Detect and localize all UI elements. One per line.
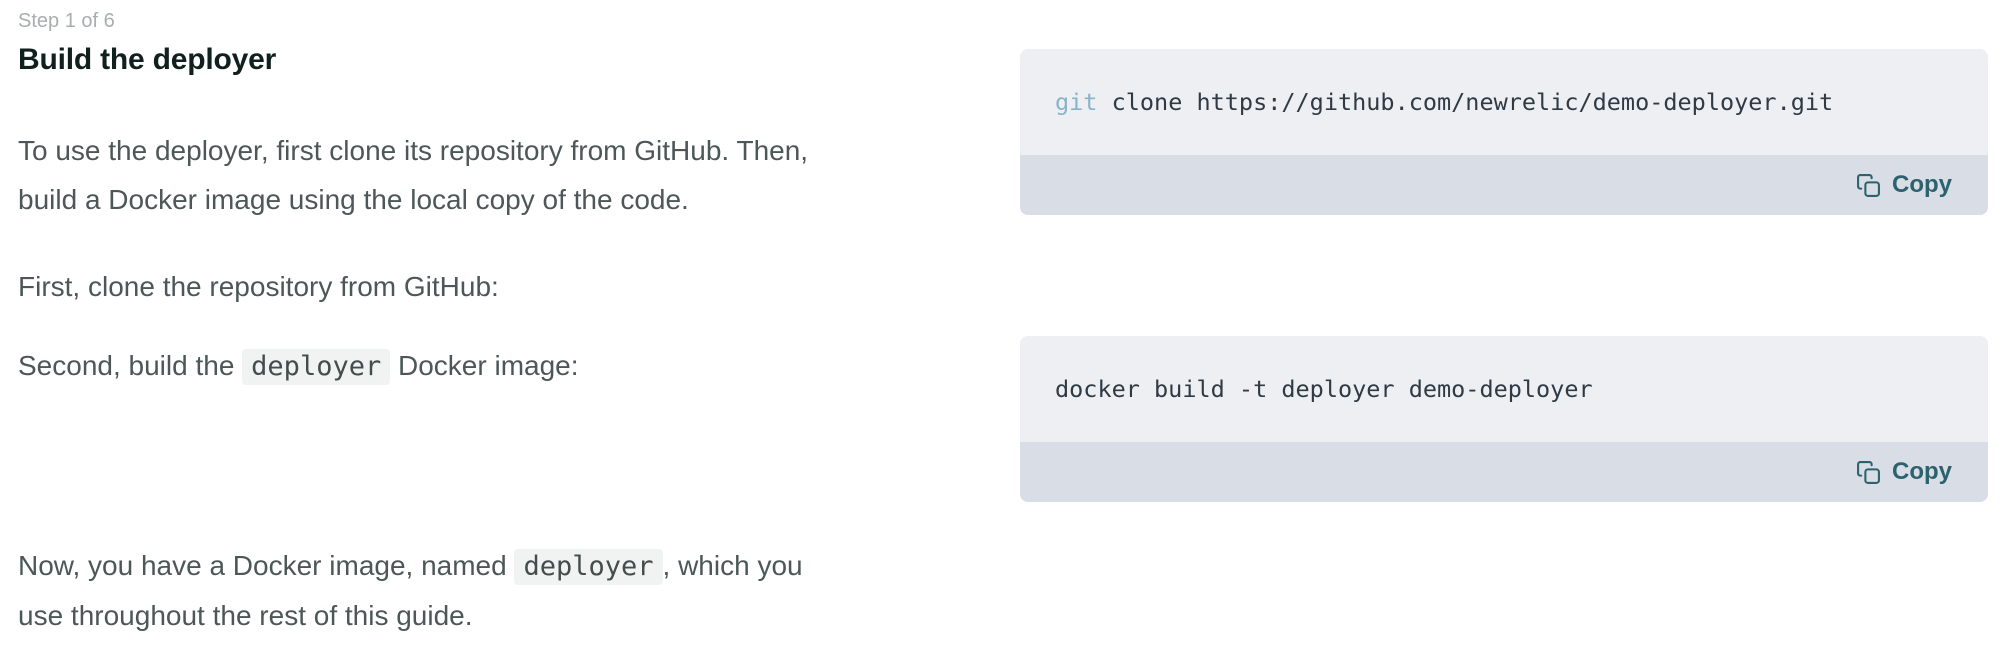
code-area: git clone https://github.com/newrelic/de…	[1020, 49, 1988, 155]
copy-button[interactable]: Copy	[1856, 171, 1952, 199]
copy-bar: Copy	[1020, 442, 1988, 502]
code-snippets-column: git clone https://github.com/newrelic/de…	[1020, 0, 1988, 640]
copy-icon	[1856, 173, 1881, 198]
conclusion-line-1: Now, you have a Docker image, named depl…	[18, 541, 1002, 591]
copy-icon	[1856, 460, 1881, 485]
code-line: git clone https://github.com/newrelic/de…	[1055, 88, 1833, 116]
intro-line-1: To use the deployer, first clone its rep…	[18, 135, 809, 166]
inline-code-deployer: deployer	[242, 349, 391, 385]
copy-button[interactable]: Copy	[1856, 458, 1952, 486]
copy-button-label: Copy	[1892, 458, 1952, 485]
code-line: docker build -t deployer demo-deployer	[1055, 375, 1593, 403]
second-instruction-paragraph: Second, build the deployer Docker image:	[18, 341, 1002, 391]
code-block-git-clone: git clone https://github.com/newrelic/de…	[1020, 49, 1988, 215]
step-title: Build the deployer	[18, 43, 277, 76]
code-text: docker build -t deployer demo-deployer	[1055, 375, 1593, 403]
copy-bar: Copy	[1020, 155, 1988, 215]
intro-paragraph: To use the deployer, first clone its rep…	[18, 126, 1002, 224]
step-progress-label: Step 1 of 6	[18, 10, 115, 32]
copy-button-label: Copy	[1892, 171, 1952, 198]
inline-code-deployer-2: deployer	[514, 549, 663, 585]
step-text-column: Step 1 of 6 Build the deployer To use th…	[0, 0, 1002, 640]
conclusion-line-2: use throughout the rest of this guide.	[18, 600, 473, 631]
second-instruction-pre: Second, build the	[18, 350, 243, 381]
code-block-docker-build: docker build -t deployer demo-deployer C…	[1020, 336, 1988, 502]
first-instruction-paragraph: First, clone the repository from GitHub:	[18, 271, 499, 302]
keyword-token: git	[1055, 88, 1098, 116]
intro-line-2: build a Docker image using the local cop…	[18, 184, 689, 215]
second-instruction-post: Docker image:	[390, 350, 579, 381]
code-text: clone https://github.com/newrelic/demo-d…	[1097, 88, 1834, 116]
conclusion-pre: Now, you have a Docker image, named	[18, 550, 515, 581]
conclusion-paragraph: Now, you have a Docker image, named depl…	[18, 541, 1002, 640]
code-area: docker build -t deployer demo-deployer	[1020, 336, 1988, 442]
conclusion-post: , which you	[662, 550, 803, 581]
